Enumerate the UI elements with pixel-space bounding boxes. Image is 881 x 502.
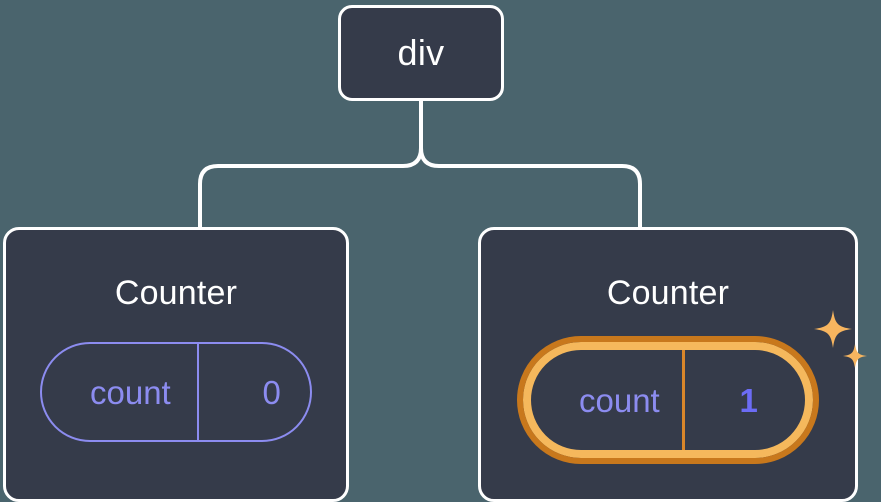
connector-root-to-left bbox=[198, 99, 423, 230]
sparkle-large-icon bbox=[814, 310, 852, 348]
state-pill-left[interactable]: count 0 bbox=[40, 342, 312, 442]
node-counter-left[interactable]: Counter count 0 bbox=[3, 227, 349, 502]
state-pill-left-value: 0 bbox=[196, 344, 345, 440]
state-pill-right-key: count bbox=[579, 381, 660, 419]
node-counter-left-title: Counter bbox=[114, 274, 238, 312]
state-pill-right-wrap: count 1 bbox=[517, 310, 867, 464]
node-counter-right[interactable]: Counter count 1 bbox=[478, 227, 867, 502]
connector-root-to-right bbox=[419, 99, 642, 230]
state-pill-right[interactable]: count 1 bbox=[517, 336, 819, 464]
node-div-label: div bbox=[397, 32, 445, 73]
sparkle-small-icon bbox=[843, 344, 867, 368]
node-div[interactable]: div bbox=[338, 5, 504, 101]
sparkles-group bbox=[814, 310, 867, 368]
state-pill-right-value: 1 bbox=[681, 350, 813, 450]
state-pill-left-key: count bbox=[90, 373, 171, 411]
state-pill-left-wrap: count 0 bbox=[40, 342, 312, 442]
node-counter-right-title: Counter bbox=[606, 274, 730, 312]
